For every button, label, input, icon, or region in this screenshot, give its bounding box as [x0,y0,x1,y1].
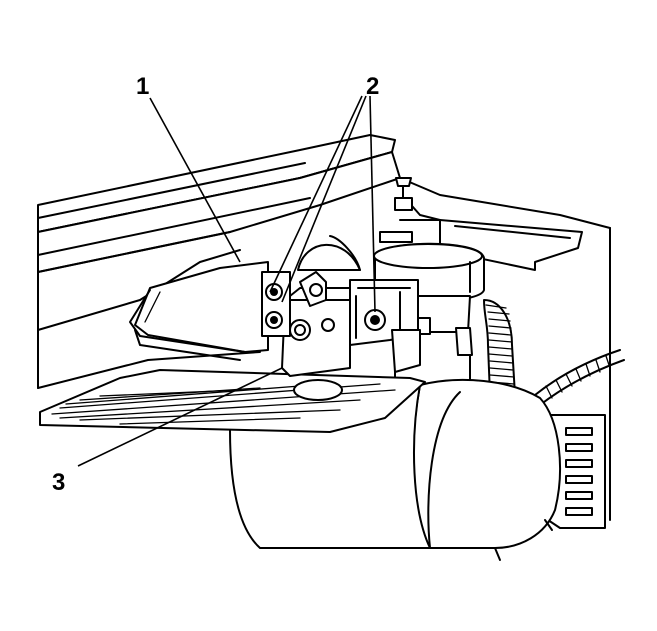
engine-cover [39,369,426,433]
wire-harness [534,349,625,406]
leader-1 [149,97,241,263]
latch-bolt-right [364,309,386,331]
leader-2b [281,95,367,303]
leader-2a [269,95,363,293]
hood-latch [261,235,421,377]
leader-lines [77,95,376,467]
latch-bolt-upper-left [265,283,283,301]
hood-panel [37,134,401,331]
fuse-block [547,414,606,529]
latch-bolt-lower-left [265,311,283,329]
tie-bar [37,261,269,389]
leader-3 [77,367,283,467]
callout-1: 1 [136,73,149,100]
callout-3: 3 [52,469,65,496]
callout-2: 2 [366,73,379,100]
radiator-support [379,177,611,521]
leader-2c [369,95,376,313]
